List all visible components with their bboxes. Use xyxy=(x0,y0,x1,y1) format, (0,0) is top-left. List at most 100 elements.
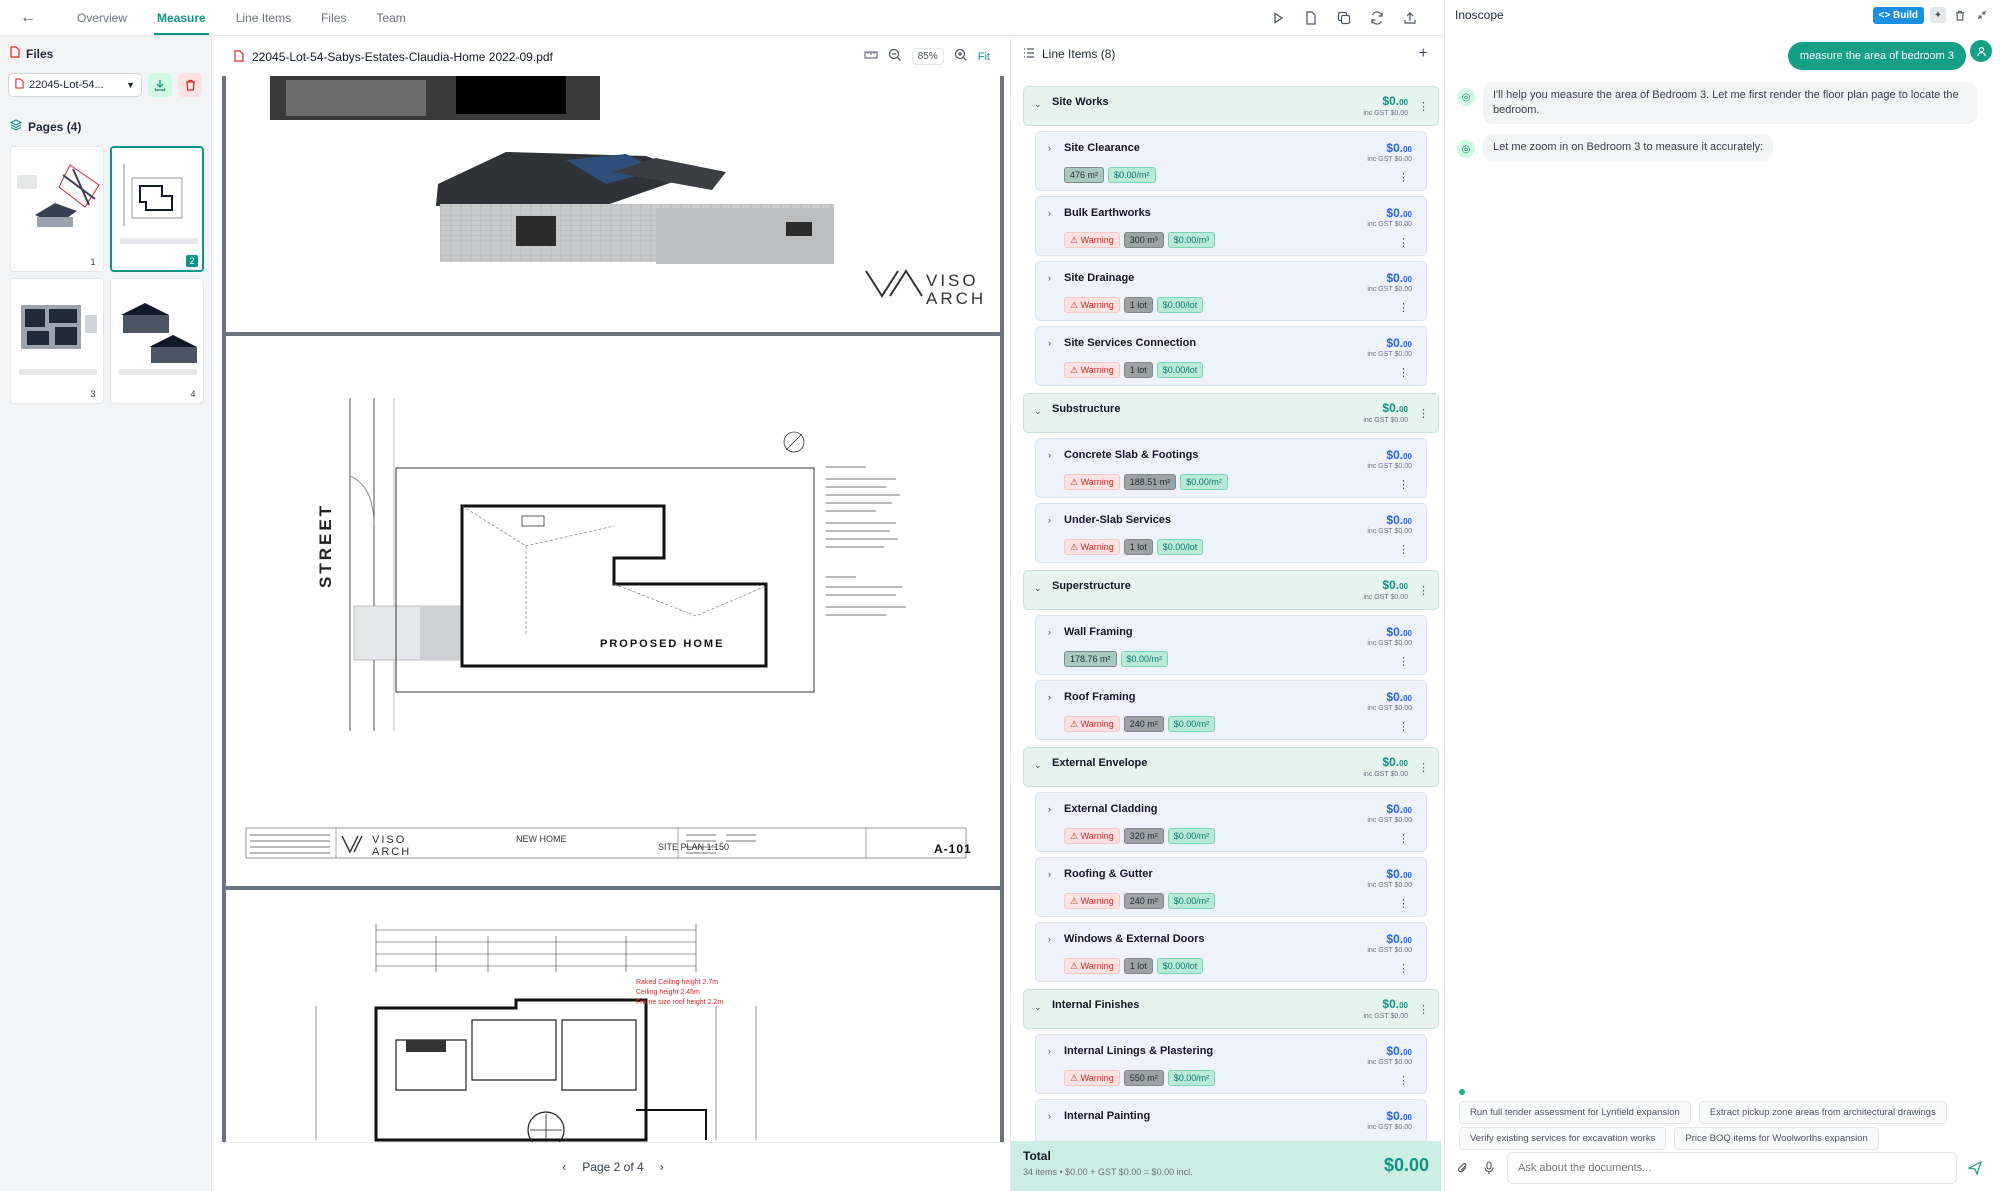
pdf-viewer[interactable]: VISO ARCH xyxy=(222,76,1004,1142)
suggestion-chip[interactable]: Price BOQ items for Woolworths expansion xyxy=(1674,1127,1879,1150)
trash-icon[interactable] xyxy=(1952,7,1968,23)
upload-icon[interactable] xyxy=(1400,8,1420,28)
rate-chip[interactable]: $0.00/lot xyxy=(1156,539,1204,555)
fit-button[interactable]: Fit xyxy=(977,50,990,63)
back-arrow-icon[interactable]: ← xyxy=(20,8,36,26)
file-selector[interactable]: 22045-Lot-54... ▼ xyxy=(8,73,142,97)
more-options-icon[interactable]: ⋮ xyxy=(1398,172,1409,184)
line-item[interactable]: › Roof Framing $0.00 inc GST $0.00 ⚠ War… xyxy=(1035,680,1427,740)
warning-chip[interactable]: ⚠ Warning xyxy=(1064,297,1120,313)
more-options-icon[interactable]: ⋮ xyxy=(1398,302,1409,314)
ruler-icon[interactable] xyxy=(864,50,878,63)
line-item[interactable]: › Bulk Earthworks $0.00 inc GST $0.00 ⚠ … xyxy=(1035,196,1427,256)
line-item[interactable]: › Concrete Slab & Footings $0.00 inc GST… xyxy=(1035,438,1427,498)
warning-chip[interactable]: ⚠ Warning xyxy=(1064,828,1120,844)
prev-page-icon[interactable]: ‹ xyxy=(562,1160,567,1174)
warning-chip[interactable]: ⚠ Warning xyxy=(1064,716,1120,732)
quantity-chip[interactable]: 1 lot xyxy=(1123,539,1153,555)
group-header[interactable]: ⌄ External Envelope $0.00 inc GST $0.00 … xyxy=(1023,747,1439,787)
microphone-icon[interactable] xyxy=(1481,1160,1497,1176)
rate-chip[interactable]: $0.00/m² xyxy=(1167,1070,1216,1086)
delete-file-button[interactable] xyxy=(178,73,202,97)
rate-chip[interactable]: $0.00/lot xyxy=(1156,958,1204,974)
group-header[interactable]: ⌄ Site Works $0.00 inc GST $0.00 ⋮ xyxy=(1023,86,1439,126)
suggestion-chip[interactable]: Extract pickup zone areas from architect… xyxy=(1698,1101,1947,1124)
tab-team[interactable]: Team xyxy=(376,10,406,25)
send-icon[interactable] xyxy=(1967,1160,1983,1176)
rate-chip[interactable]: $0.00/m² xyxy=(1167,893,1216,909)
line-item[interactable]: › Roofing & Gutter $0.00 inc GST $0.00 ⚠… xyxy=(1035,857,1427,917)
document-icon[interactable] xyxy=(1301,8,1321,28)
group-header[interactable]: ⌄ Superstructure $0.00 inc GST $0.00 ⋮ xyxy=(1023,570,1439,610)
group-header[interactable]: ⌄ Internal Finishes $0.00 inc GST $0.00 … xyxy=(1023,989,1439,1029)
warning-chip[interactable]: ⚠ Warning xyxy=(1064,539,1120,555)
build-button[interactable]: <> Build xyxy=(1872,6,1924,24)
warning-chip[interactable]: ⚠ Warning xyxy=(1064,362,1120,378)
warning-chip[interactable]: ⚠ Warning xyxy=(1064,474,1120,490)
quantity-chip[interactable]: 550 m² xyxy=(1123,1070,1164,1086)
more-options-icon[interactable]: ⋮ xyxy=(1418,1004,1429,1016)
more-options-icon[interactable]: ⋮ xyxy=(1398,367,1409,379)
tab-files[interactable]: Files xyxy=(321,10,347,25)
line-item[interactable]: › Windows & External Doors $0.00 inc GST… xyxy=(1035,922,1427,982)
more-options-icon[interactable]: ⋮ xyxy=(1398,833,1409,845)
more-options-icon[interactable]: ⋮ xyxy=(1418,101,1429,113)
rate-chip[interactable]: $0.00/m² xyxy=(1180,474,1228,490)
quantity-chip[interactable]: 1 lot xyxy=(1123,362,1153,378)
more-options-icon[interactable]: ⋮ xyxy=(1398,656,1409,668)
rate-chip[interactable]: $0.00/m² xyxy=(1120,651,1169,667)
sparkle-icon[interactable]: ✦ xyxy=(1930,7,1946,23)
chat-input[interactable] xyxy=(1507,1152,1957,1184)
more-options-icon[interactable]: ⋮ xyxy=(1418,762,1429,774)
rate-chip[interactable]: $0.00/m² xyxy=(1167,828,1216,844)
more-options-icon[interactable]: ⋮ xyxy=(1418,585,1429,597)
page-thumbnail[interactable]: 4 xyxy=(110,278,204,404)
line-item[interactable]: › Site Drainage $0.00 inc GST $0.00 ⚠ Wa… xyxy=(1035,261,1427,321)
quantity-chip[interactable]: 1 lot xyxy=(1123,958,1153,974)
line-item[interactable]: › Internal Linings & Plastering $0.00 in… xyxy=(1035,1034,1427,1094)
line-item[interactable]: › Site Clearance $0.00 inc GST $0.00 476… xyxy=(1035,131,1427,191)
more-options-icon[interactable]: ⋮ xyxy=(1398,721,1409,733)
warning-chip[interactable]: ⚠ Warning xyxy=(1064,1070,1120,1086)
group-header[interactable]: ⌄ Substructure $0.00 inc GST $0.00 ⋮ xyxy=(1023,393,1439,433)
add-icon[interactable]: + xyxy=(1418,45,1428,62)
rate-chip[interactable]: $0.00/m² xyxy=(1108,167,1156,183)
quantity-chip[interactable]: 320 m² xyxy=(1123,828,1164,844)
line-item[interactable]: › Site Services Connection $0.00 inc GST… xyxy=(1035,326,1427,386)
attach-icon[interactable] xyxy=(1455,1160,1471,1176)
quantity-chip[interactable]: 188.51 m² xyxy=(1123,474,1177,490)
line-item[interactable]: › Under-Slab Services $0.00 inc GST $0.0… xyxy=(1035,503,1427,563)
warning-chip[interactable]: ⚠ Warning xyxy=(1064,958,1120,974)
play-icon[interactable] xyxy=(1268,8,1288,28)
collapse-icon[interactable] xyxy=(1974,7,1990,23)
more-options-icon[interactable]: ⋮ xyxy=(1418,408,1429,420)
page-thumbnail[interactable]: 3 xyxy=(10,278,104,404)
next-page-icon[interactable]: › xyxy=(659,1160,664,1174)
page-thumbnail[interactable]: 1 xyxy=(10,146,104,272)
rate-chip[interactable]: $0.00/lot xyxy=(1156,297,1204,313)
line-item[interactable]: › Wall Framing $0.00 inc GST $0.00 178.7… xyxy=(1035,615,1427,675)
more-options-icon[interactable]: ⋮ xyxy=(1398,479,1409,491)
page-thumbnail-selected[interactable]: 2 xyxy=(110,146,204,272)
more-options-icon[interactable]: ⋮ xyxy=(1398,237,1409,249)
copy-icon[interactable] xyxy=(1334,8,1354,28)
line-item[interactable]: › External Cladding $0.00 inc GST $0.00 … xyxy=(1035,792,1427,852)
more-options-icon[interactable]: ⋮ xyxy=(1398,1075,1409,1087)
quantity-chip[interactable]: 476 m² xyxy=(1064,167,1105,183)
suggestion-chip[interactable]: Verify existing services for excavation … xyxy=(1459,1127,1667,1150)
warning-chip[interactable]: ⚠ Warning xyxy=(1064,893,1120,909)
tab-line-items[interactable]: Line Items xyxy=(235,10,292,25)
tab-overview[interactable]: Overview xyxy=(77,10,128,25)
rate-chip[interactable]: $0.00/m³ xyxy=(1167,232,1216,248)
rate-chip[interactable]: $0.00/lot xyxy=(1156,362,1204,378)
zoom-in-icon[interactable] xyxy=(954,48,968,65)
quantity-chip[interactable]: 1 lot xyxy=(1123,297,1153,313)
tab-measure[interactable]: Measure xyxy=(142,0,221,35)
more-options-icon[interactable]: ⋮ xyxy=(1398,544,1409,556)
line-items-list[interactable]: ⌄ Site Works $0.00 inc GST $0.00 ⋮ › Sit… xyxy=(1023,86,1439,1176)
warning-chip[interactable]: ⚠ Warning xyxy=(1064,232,1120,248)
zoom-out-icon[interactable] xyxy=(888,48,902,65)
refresh-icon[interactable] xyxy=(1367,8,1387,28)
quantity-chip[interactable]: 300 m³ xyxy=(1123,232,1164,248)
download-button[interactable] xyxy=(148,73,172,97)
